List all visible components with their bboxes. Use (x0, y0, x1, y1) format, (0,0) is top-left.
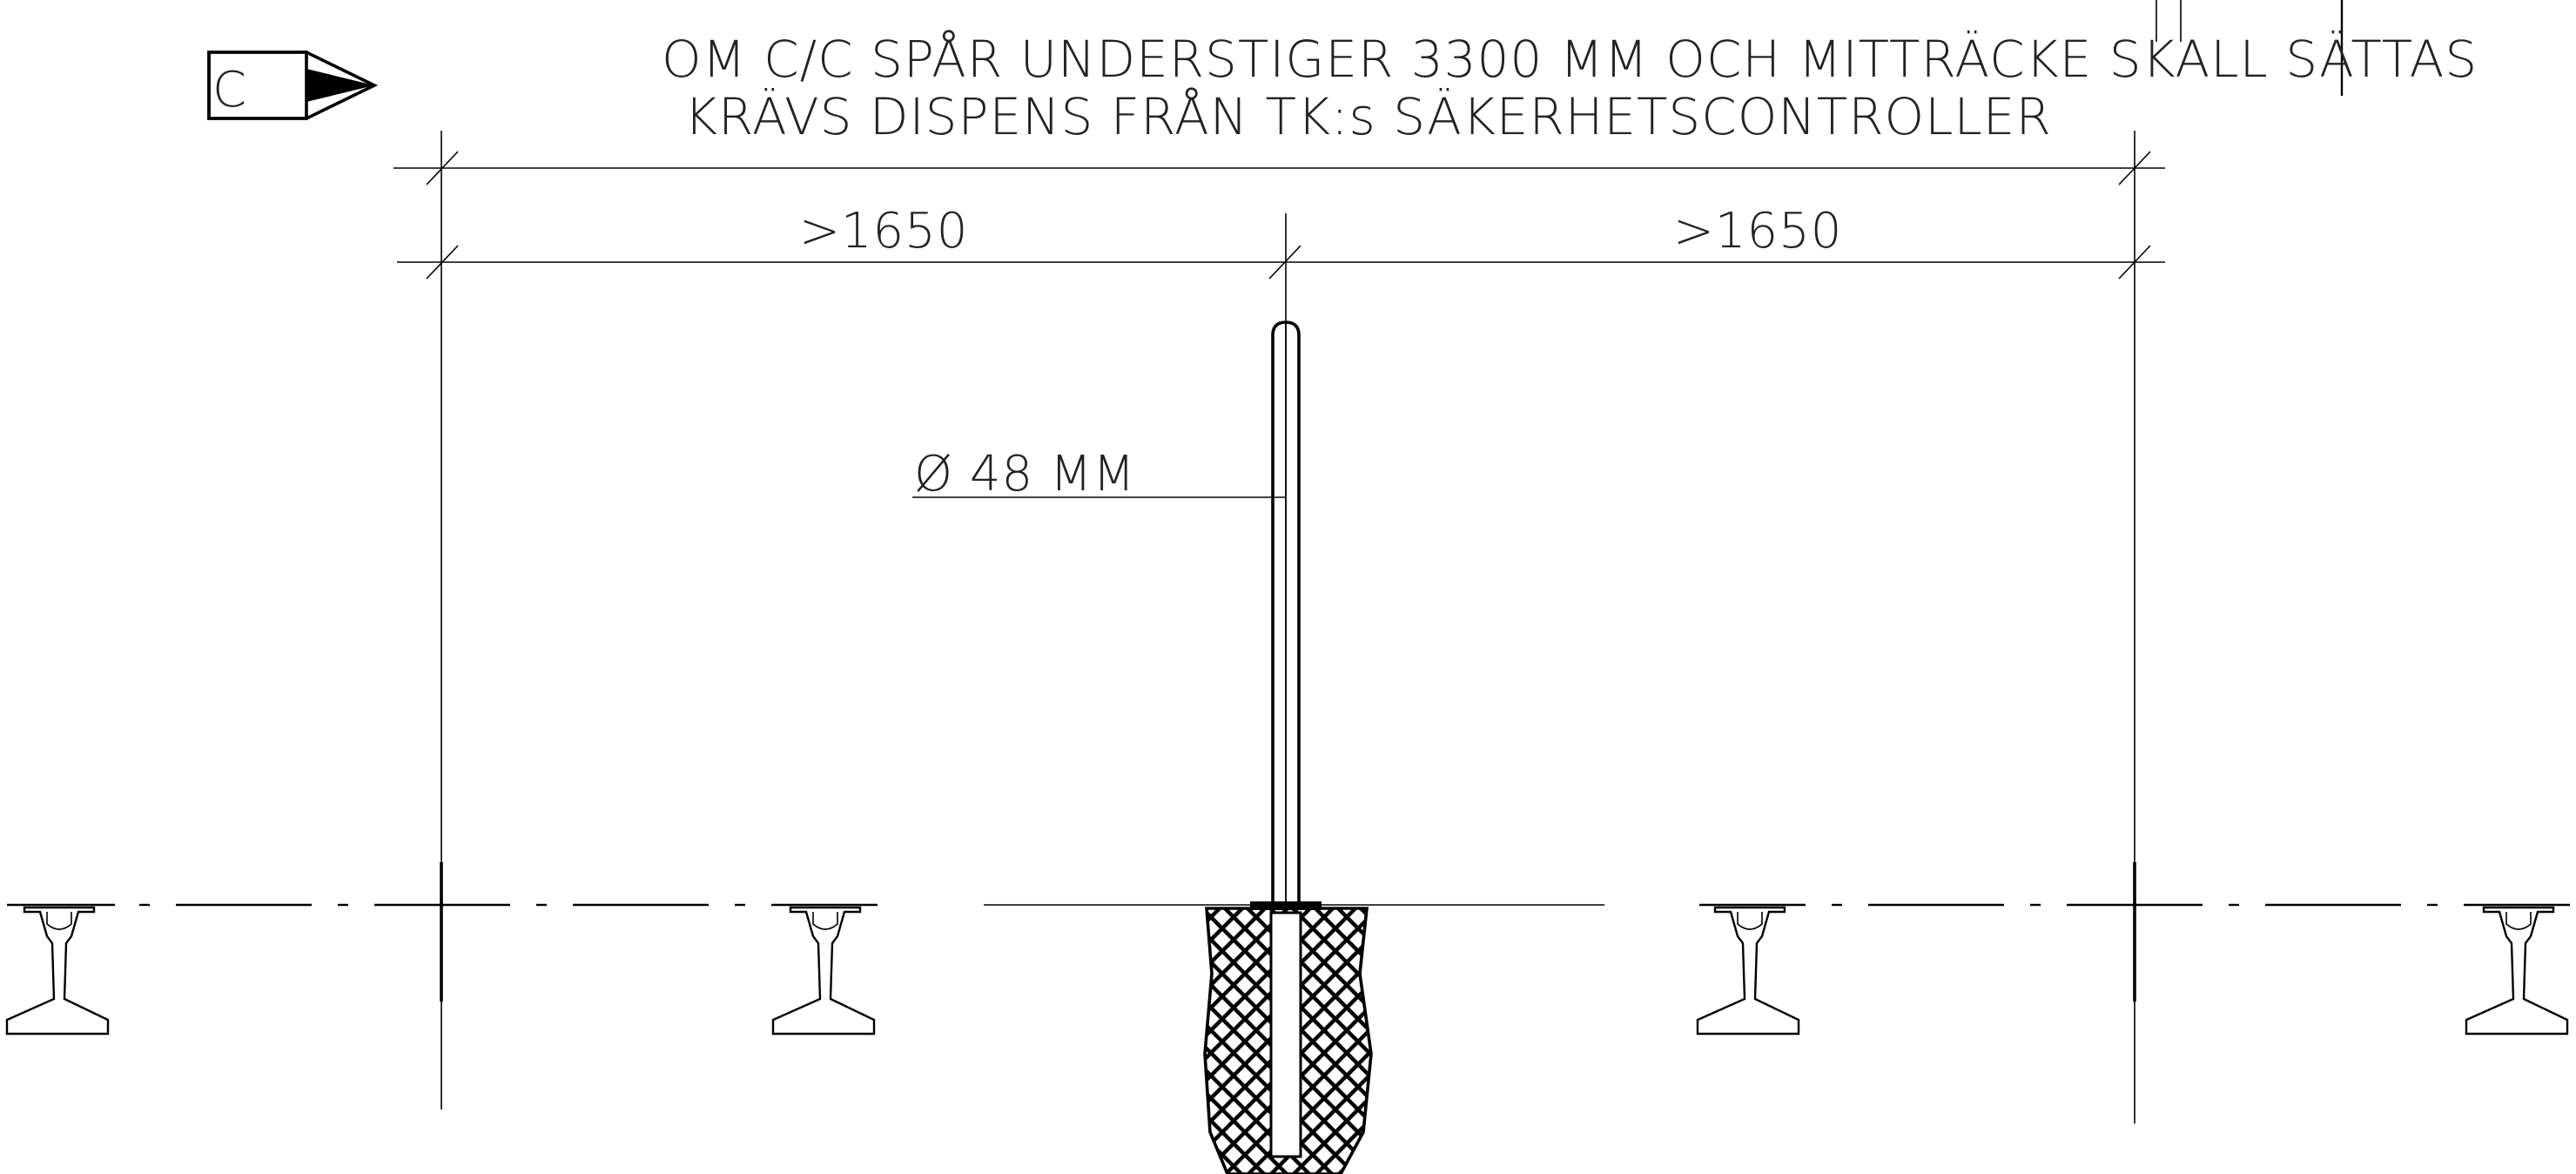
dimension-right-label: >1650 (1673, 203, 1842, 260)
rail-axis-centerline (7, 862, 2570, 1002)
sub-dimension-line (397, 245, 2165, 280)
dimension-left-label: >1650 (799, 203, 968, 260)
note-line-2: KRÄVS DISPENS FRÅN TK:s SÄKERHETSCONTROL… (684, 86, 2052, 146)
section-marker: C (207, 51, 379, 120)
overall-dimension-line (393, 151, 2165, 186)
diameter-label: Ø 48 MM (914, 446, 1136, 503)
rail-profiles (5, 906, 2569, 1036)
concrete-foundation (1203, 907, 1373, 1174)
section-marker-letter: C (212, 62, 247, 118)
note-line-1: OM C/C SPÅR UNDERSTIGER 3300 MM OCH MITT… (662, 29, 2478, 89)
railing-post (1250, 320, 1322, 910)
edge-marks (2156, 0, 2344, 96)
